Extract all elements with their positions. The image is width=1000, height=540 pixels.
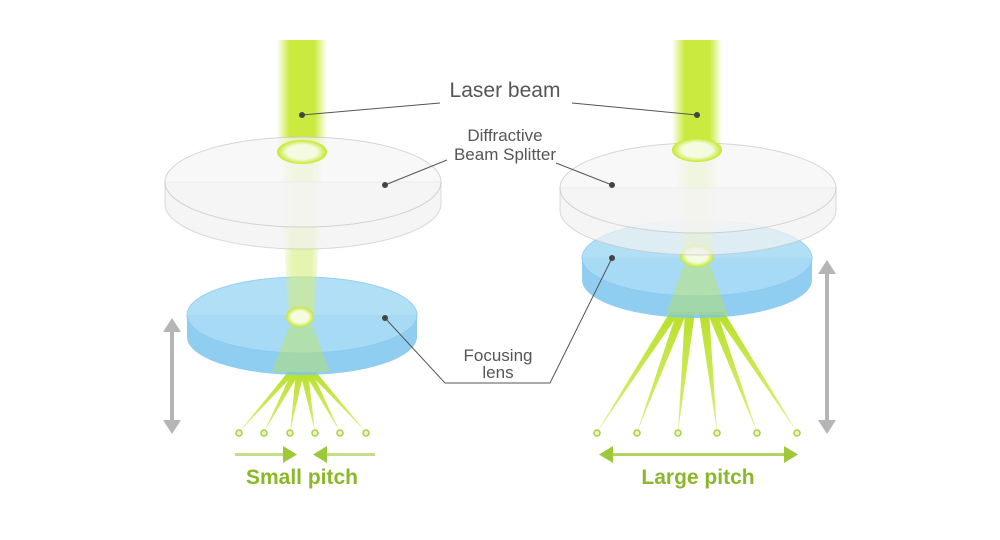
left-lens-spot <box>286 307 314 327</box>
large-pitch-label: Large pitch <box>641 466 754 489</box>
splitter-label-line2: Beam Splitter <box>454 145 556 164</box>
right-splitter-spot <box>672 138 722 162</box>
right-beam-splitter <box>559 142 837 256</box>
laser-beam-label: Laser beam <box>450 79 561 102</box>
left-assembly <box>163 40 442 463</box>
large-pitch-arrow <box>599 446 798 463</box>
right-rays <box>597 312 797 432</box>
left-beam-splitter <box>164 136 442 250</box>
lens-label-line1: Focusing <box>464 346 533 365</box>
right-laser-beam <box>672 40 722 155</box>
small-pitch-arrows <box>235 446 375 463</box>
right-focal-dots <box>593 429 801 437</box>
leader-lines <box>301 102 698 384</box>
small-pitch-label: Small pitch <box>246 466 358 489</box>
left-height-arrow <box>163 318 181 434</box>
lens-label-line2: lens <box>482 363 513 382</box>
right-assembly <box>559 40 837 463</box>
leader-dots <box>299 112 700 321</box>
left-laser-beam <box>277 40 327 155</box>
right-height-arrow <box>818 260 836 434</box>
left-splitter-spot <box>277 140 327 164</box>
splitter-label-line1: Diffractive <box>467 126 542 145</box>
left-rays <box>239 372 366 432</box>
left-focal-dots <box>235 429 370 437</box>
